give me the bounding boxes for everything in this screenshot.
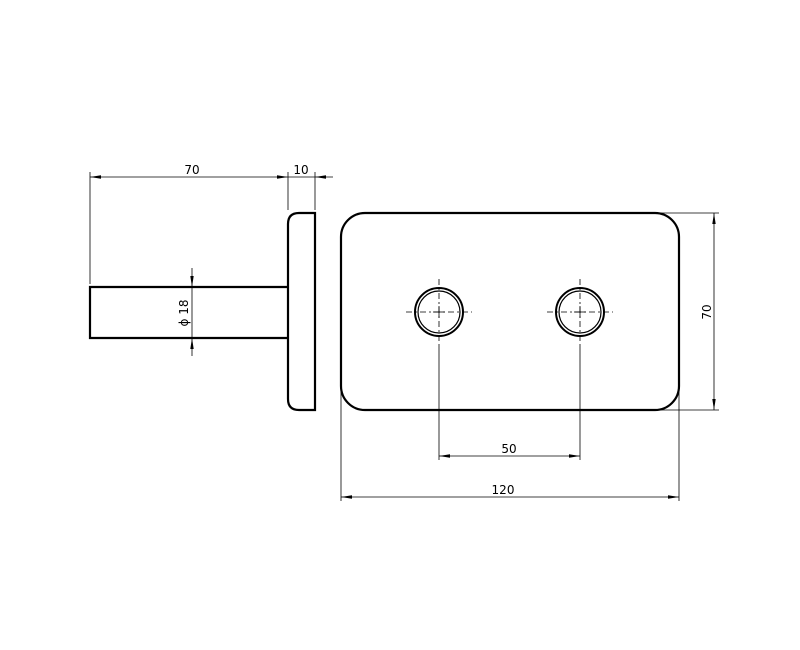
dim-label-70-shaft: 70 <box>184 163 199 177</box>
shaft-outline <box>88 285 288 340</box>
plate-front-outline <box>339 211 681 412</box>
side-view <box>88 211 317 412</box>
hole-right <box>547 279 613 345</box>
dim-label-70-plate: 70 <box>700 304 714 319</box>
dim-label-50: 50 <box>501 442 516 456</box>
hole-left <box>406 279 472 345</box>
dimension-plate-thickness: 10 <box>288 163 333 179</box>
plate-side-outline <box>286 211 317 412</box>
dim-label-120: 120 <box>492 483 515 497</box>
dimension-plate-height: 70 <box>655 212 719 411</box>
front-view <box>339 211 681 412</box>
dimension-shaft-diameter: ϕ 18 <box>177 268 194 356</box>
dimension-plate-width: 120 <box>340 385 680 501</box>
dim-label-diameter-18: ϕ 18 <box>177 300 191 327</box>
dim-label-10: 10 <box>293 163 308 177</box>
dimension-shaft-length: 70 <box>89 163 316 284</box>
dimension-hole-spacing: 50 <box>438 345 581 460</box>
